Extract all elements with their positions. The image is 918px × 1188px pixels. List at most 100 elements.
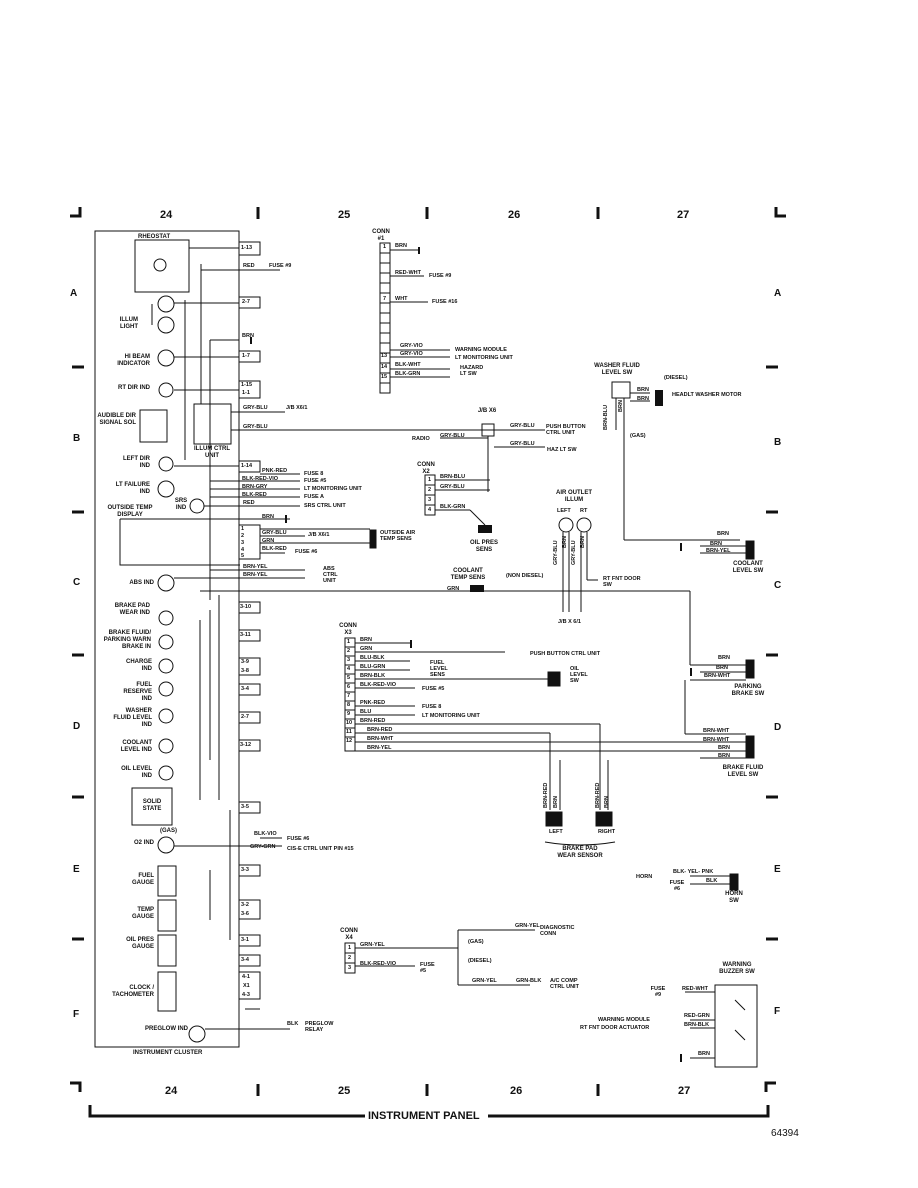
radio-label: RADIO bbox=[412, 436, 430, 442]
pin: 3-1 bbox=[241, 937, 249, 943]
wire-label: BRN-WHT bbox=[703, 737, 730, 743]
destination-label: CIS-E CTRL UNIT PIN #15 bbox=[287, 846, 354, 852]
clock-tachometer-label: CLOCK / TACHOMETER bbox=[112, 985, 154, 998]
wire-label: BRN bbox=[580, 536, 586, 548]
horn-sw-label: HORN SW bbox=[725, 891, 743, 904]
push-button-label: PUSH BUTTON CTRL UNIT bbox=[530, 651, 601, 657]
outside-temp-display-label: OUTSIDE TEMP DISPLAY bbox=[107, 505, 153, 518]
wire-label: GRN-YEL bbox=[472, 978, 497, 984]
wire-label: PNK-RED bbox=[262, 468, 288, 474]
gas-label: (GAS) bbox=[630, 433, 646, 439]
wire-label: GRY-GRN bbox=[250, 844, 276, 850]
wire-label: GRY-BLU bbox=[510, 423, 535, 429]
wire-label: BLK-WHT bbox=[395, 362, 421, 368]
oil-level-ind-label: OIL LEVEL IND bbox=[121, 766, 152, 779]
headlt-washer-label: HEADLT WASHER MOTOR bbox=[672, 392, 742, 398]
pin: 10 bbox=[346, 720, 353, 726]
wire-label: GRN-YEL bbox=[515, 923, 540, 929]
wire-label: BRN bbox=[710, 541, 722, 547]
grid-row-d-left: D bbox=[73, 721, 81, 732]
fuse-label: FUSE #5 bbox=[420, 962, 435, 974]
wire-label: BLK-GRN bbox=[440, 504, 466, 510]
wire-label: BRN bbox=[604, 796, 610, 808]
grid-row-c-right: C bbox=[774, 580, 782, 591]
wire-label: BLK bbox=[706, 878, 718, 884]
pin: 3-8 bbox=[241, 668, 249, 674]
wire-label: GRY-BLU bbox=[262, 530, 287, 536]
wire-label: BRN bbox=[698, 1051, 710, 1057]
wire-label: BRN-YEL bbox=[706, 548, 731, 554]
wire-label: RED-WHT bbox=[682, 986, 708, 992]
fuse-label: FUSE #5 bbox=[422, 686, 445, 692]
pin: 3-5 bbox=[241, 804, 249, 810]
wire-label: BRN-BLU bbox=[440, 474, 466, 480]
fuse-label: FUSE #9 bbox=[269, 263, 292, 269]
brake-fluid-parking-label: BRAKE FLUID/ PARKING WARN BRAKE IN bbox=[103, 630, 151, 650]
fuse-label: FUSE A bbox=[304, 494, 324, 500]
fuel-reserve-ind-label: FUEL RESERVE IND bbox=[123, 682, 152, 702]
pin: 4 bbox=[347, 666, 351, 672]
rt-fnt-door-label: RT FNT DOOR SW bbox=[603, 576, 641, 588]
conn1-title: CONN #1 bbox=[372, 229, 390, 242]
pin: 3-12 bbox=[240, 742, 252, 748]
wire-label: BRN bbox=[718, 753, 730, 759]
fuse-label: FUSE #9 bbox=[429, 273, 452, 279]
grid-row-f-left: F bbox=[73, 1009, 80, 1020]
wire-label: WHT bbox=[395, 296, 408, 302]
pin: 1 bbox=[383, 244, 387, 250]
lt-failure-ind-label: LT FAILURE IND bbox=[115, 482, 150, 495]
wire-label: BRN-BLK bbox=[360, 673, 386, 679]
pin: 15 bbox=[381, 374, 388, 380]
pin: 5 bbox=[347, 675, 351, 681]
wire-label: BLK-RED-VIO bbox=[242, 476, 279, 482]
wire-label: GRY-BLU bbox=[553, 540, 559, 565]
wire-label: BRN bbox=[395, 243, 407, 249]
jb-label: J/B X 6/1 bbox=[558, 619, 581, 625]
fuse-label: FUSE #6 bbox=[295, 549, 318, 555]
haz-lt-sw-label: HAZ LT SW bbox=[547, 447, 577, 453]
outside-air-temp-label: OUTSIDE AIR TEMP SENS bbox=[380, 530, 416, 542]
pin: X1 bbox=[243, 983, 250, 989]
pin: 4-1 bbox=[242, 974, 250, 980]
pin: 3-2 bbox=[241, 902, 249, 908]
pin: 1-1 bbox=[242, 390, 250, 396]
wire-label: BRN bbox=[718, 655, 730, 661]
right-label: RIGHT bbox=[598, 829, 616, 835]
rt-fnt-door-actuator-label: RT FNT DOOR ACTUATOR bbox=[580, 1025, 650, 1031]
fuse-label: FUSE #6 bbox=[287, 836, 310, 842]
pin: 13 bbox=[381, 353, 388, 359]
grid-row-d-right: D bbox=[774, 722, 782, 733]
pin: 2-7 bbox=[242, 299, 250, 305]
wire-label: RED bbox=[243, 500, 255, 506]
wire-label: BRN bbox=[360, 637, 372, 643]
preglow-ind-label: PREGLOW IND bbox=[145, 1026, 188, 1032]
pin: 3 bbox=[241, 540, 245, 546]
preglow-relay-label: PREGLOW RELAY bbox=[305, 1021, 334, 1033]
brake-pad-wear-sensor-label: BRAKE PAD WEAR SENSOR bbox=[557, 846, 603, 859]
wire-label: BRN bbox=[637, 387, 649, 393]
wire-label: BRN bbox=[637, 396, 649, 402]
left-label: LEFT bbox=[549, 829, 563, 835]
abs-ctrl-label: ABS CTRL UNIT bbox=[323, 566, 338, 584]
figure-number: 64394 bbox=[771, 1128, 799, 1139]
pin: 1-13 bbox=[241, 245, 253, 251]
wire-label: BRN bbox=[262, 514, 274, 520]
coolant-level-sw-label: COOLANT LEVEL SW bbox=[732, 561, 764, 574]
diesel-label: (DIESEL) bbox=[468, 958, 492, 964]
wire-label: GRY-BLU bbox=[510, 441, 535, 447]
wire-label: BRN-BLU bbox=[603, 404, 609, 430]
illum-ctrl-unit-label: ILLUM CTRL UNIT bbox=[194, 446, 230, 459]
pin: 14 bbox=[381, 364, 388, 370]
wire-label: GRY-BLU bbox=[243, 424, 268, 430]
wire-label: GRN bbox=[447, 586, 460, 592]
washer-fluid-title: WASHER FLUID LEVEL SW bbox=[594, 363, 640, 376]
ac-comp-label: A/C COMP CTRL UNIT bbox=[550, 978, 579, 990]
destination-label: LT MONITORING UNIT bbox=[422, 713, 480, 719]
illum-light-label: ILLUM LIGHT bbox=[119, 317, 138, 330]
pin: 2 bbox=[241, 533, 245, 539]
wire-label: BRN-WHT bbox=[704, 673, 731, 679]
grid-row-e-left: E bbox=[73, 864, 80, 875]
pin: 2 bbox=[348, 955, 352, 961]
pin: 1 bbox=[347, 639, 351, 645]
